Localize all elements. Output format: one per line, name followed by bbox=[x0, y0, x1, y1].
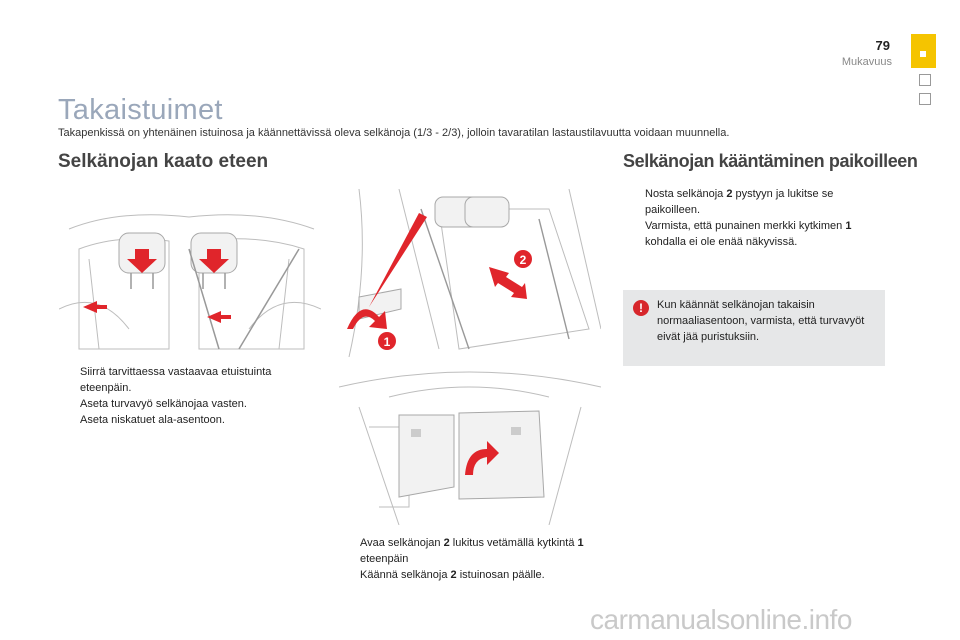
tab-marker-icon bbox=[920, 51, 926, 57]
callout-1-label: 1 bbox=[384, 335, 391, 349]
heading-fold-back: Selkänojan kääntäminen paikoilleen bbox=[623, 151, 918, 171]
list-item: Nosta selkänoja 2 pystyyn ja lukitse se … bbox=[645, 188, 834, 216]
list-item: Aseta turvavyö selkänojaa vasten. bbox=[80, 398, 247, 410]
fold-back-steps: Nosta selkänoja 2 pystyyn ja lukitse se … bbox=[623, 186, 885, 250]
release-steps: Avaa selkänojan 2 lukitus vetämällä kytk… bbox=[338, 535, 598, 583]
section-label: Mukavuus bbox=[841, 56, 892, 68]
callout-1-marker bbox=[378, 332, 396, 350]
warning-note: ! Kun käännät selkänojan takaisin normaa… bbox=[623, 290, 885, 366]
section-tab-2[interactable] bbox=[919, 74, 931, 86]
release-arrow bbox=[369, 213, 427, 307]
list-item: Siirrä tarvittaessa vastaavaa etuistuint… bbox=[80, 366, 272, 394]
warning-icon: ! bbox=[633, 300, 649, 316]
section-tab-active[interactable] bbox=[911, 34, 936, 68]
fold-forward-steps: Siirrä tarvittaessa vastaavaa etuistuint… bbox=[58, 364, 318, 428]
page-title: Takaistuimet bbox=[58, 94, 223, 126]
callout-2-marker bbox=[514, 250, 532, 268]
heading-fold-forward: Selkänojan kaato eteen bbox=[58, 151, 269, 172]
rear-seat-headrests-illustration bbox=[58, 188, 322, 358]
warning-text: Kun käännät selkänojan takaisin normaali… bbox=[657, 299, 865, 343]
section-tab-3[interactable] bbox=[919, 93, 931, 105]
list-item: Aseta niskatuet ala-asentoon. bbox=[80, 414, 225, 426]
seat-illustration-2: 2 1 bbox=[347, 189, 601, 357]
callout-2-label: 2 bbox=[520, 253, 527, 267]
folded-backrest-trunk-illustration bbox=[338, 366, 602, 526]
watermark: carmanualsonline.info bbox=[590, 604, 852, 635]
arrow-shapes bbox=[83, 249, 231, 323]
list-item: Avaa selkänojan 2 lukitus vetämällä kytk… bbox=[360, 537, 584, 565]
list-item: Käännä selkänoja 2 istuinosan päälle. bbox=[360, 569, 545, 581]
list-item: Varmista, että punainen merkki kytkimen … bbox=[645, 220, 852, 248]
backrest-release-illustration: 2 1 bbox=[338, 188, 602, 358]
seat-illustration-3 bbox=[339, 371, 601, 525]
page-number: 79 bbox=[875, 38, 890, 53]
seat-illustration-1 bbox=[59, 214, 321, 350]
intro-text: Takapenkissä on yhtenäinen istuinosa ja … bbox=[58, 127, 730, 139]
fold-arrow bbox=[465, 441, 499, 475]
